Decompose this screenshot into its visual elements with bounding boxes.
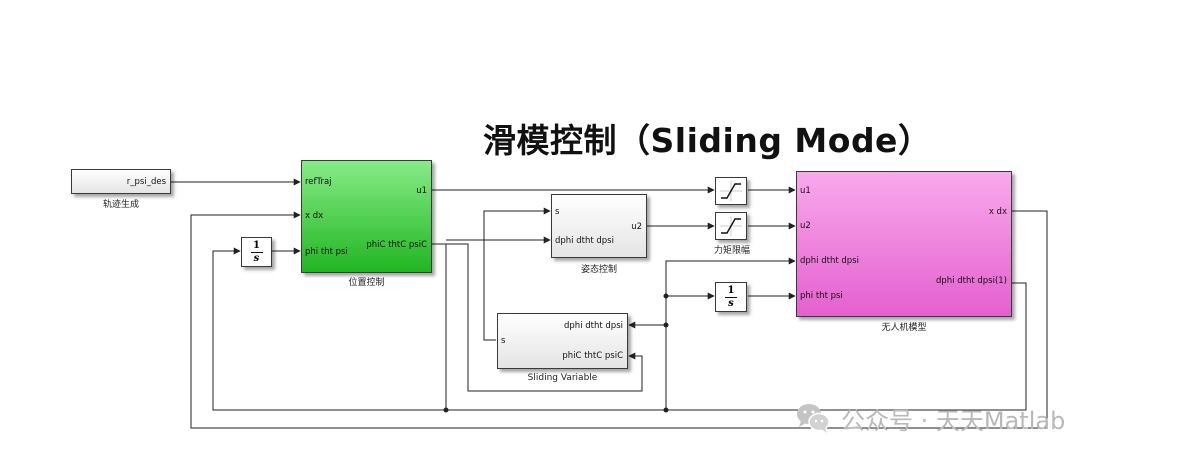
saturation-icon <box>720 216 742 236</box>
branch-point <box>443 407 449 413</box>
integrator-numerator: 1 <box>253 239 260 251</box>
branch-point <box>663 293 669 299</box>
integrator-block[interactable]: 1 s <box>241 237 272 267</box>
uav-out-xdx: x dx <box>988 207 1007 217</box>
pos-in-reftraj: refTraj <box>305 177 332 187</box>
attitude-control-block[interactable]: s dphi dtht dpsi u2 <box>551 194 647 258</box>
signal-line <box>212 247 1027 411</box>
uav-in-u2: u2 <box>800 221 811 231</box>
branch-point <box>663 407 669 413</box>
diagram-title: 滑模控制（Sliding Mode） <box>483 121 932 160</box>
saturation-icon <box>720 181 742 201</box>
att-in-s: s <box>555 207 560 217</box>
fraction-bar <box>725 296 737 298</box>
sliding-variable-block[interactable]: dphi dtht dpsi s phiC thtC psiC <box>497 313 628 369</box>
branch-point <box>663 322 669 328</box>
uav-in-u1: u1 <box>800 186 811 196</box>
signal-line <box>665 257 796 410</box>
pos-in-xdx: x dx <box>305 211 324 221</box>
saturation-block-2[interactable] <box>715 212 747 240</box>
integrator-denominator: s <box>728 297 734 309</box>
attitude-control-caption: 姿态控制 <box>580 265 617 275</box>
sliding-variable-caption: Sliding Variable <box>527 373 598 383</box>
integrator-block-2[interactable]: 1 s <box>715 282 747 312</box>
fraction-bar <box>250 251 263 253</box>
sliding-out-s: s <box>501 336 506 346</box>
pos-out-phic: phiC thtC psiC <box>366 240 427 250</box>
att-out-u2: u2 <box>631 222 642 232</box>
pos-out-u1: u1 <box>416 186 427 196</box>
signal-line <box>483 207 551 341</box>
integrator-denominator: s <box>253 252 260 264</box>
trajectory-block[interactable]: r_psi_des <box>71 169 171 194</box>
uav-out-dphi1: dphi dtht dpsi(1) <box>935 276 1007 286</box>
signal-line <box>190 210 1048 429</box>
uav-model-block[interactable]: u1 u2 dphi dtht dpsi phi tht psi x dx dp… <box>796 171 1012 317</box>
saturation-caption: 力矩限幅 <box>713 246 750 256</box>
position-control-caption: 位置控制 <box>348 278 385 288</box>
pos-in-phi: phi tht psi <box>305 247 348 257</box>
att-in-dphi: dphi dtht dpsi <box>555 236 614 246</box>
watermark-text: 公众号 · 天天Matlab <box>841 406 1066 435</box>
trajectory-caption: 轨迹生成 <box>102 200 139 210</box>
sliding-in-dphi: dphi dtht dpsi <box>564 321 623 331</box>
uav-in-phi: phi tht psi <box>800 291 843 301</box>
uav-in-dphi: dphi dtht dpsi <box>800 256 859 266</box>
saturation-block-1[interactable] <box>715 177 747 205</box>
wechat-icon <box>797 404 830 433</box>
integrator-numerator: 1 <box>727 284 735 296</box>
position-control-block[interactable]: refTraj x dx phi tht psi u1 phiC thtC ps… <box>301 160 432 273</box>
sliding-in-phic: phiC thtC psiC <box>562 351 623 361</box>
trajectory-out-port: r_psi_des <box>126 177 166 187</box>
signal-line <box>432 243 643 392</box>
watermark: 公众号 · 天天Matlab <box>795 400 1065 436</box>
uav-model-caption: 无人机模型 <box>881 323 927 333</box>
